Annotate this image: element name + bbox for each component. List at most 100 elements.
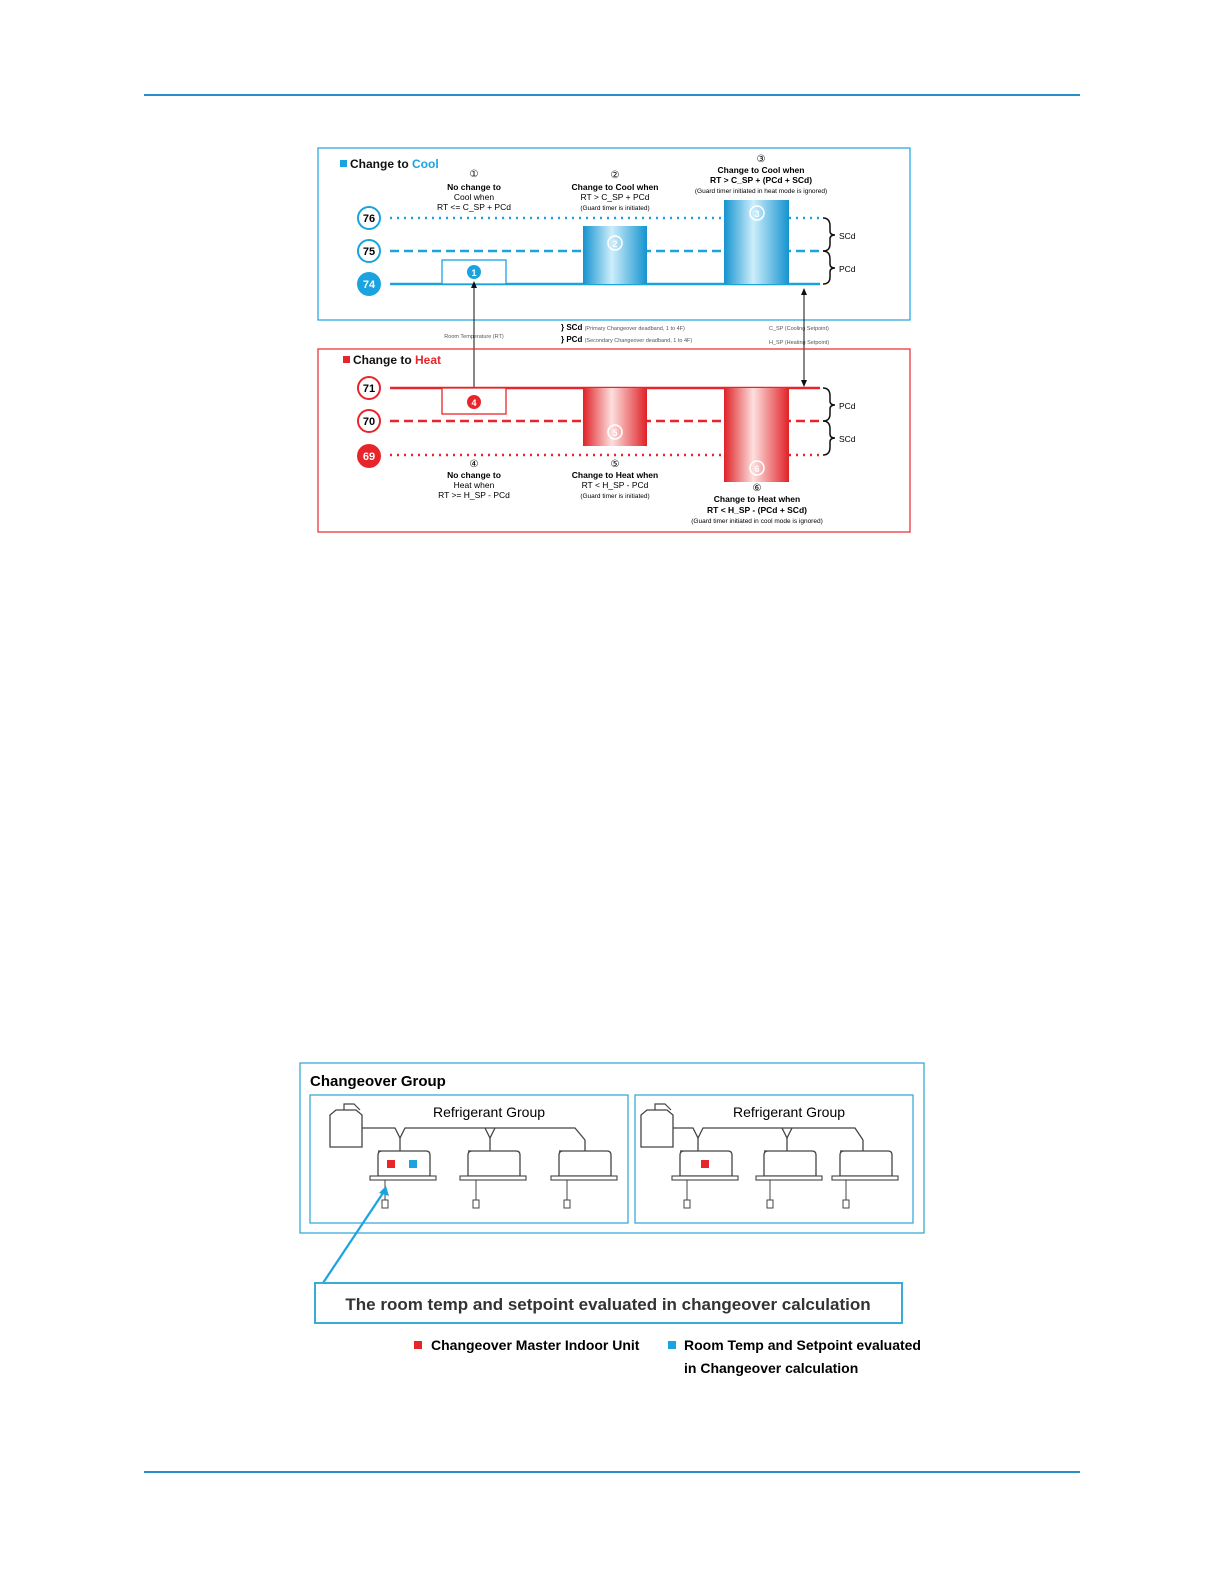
legend-evaluated-label-line-2: in Changeover calculation (684, 1360, 858, 1376)
svg-text:Change to Heat: Change to Heat (353, 353, 441, 367)
changeover-group-title: Changeover Group (310, 1073, 446, 1090)
heat-bracket-pcd-label: PCd (839, 401, 856, 411)
pcd-legend-abbr: PCd (566, 335, 582, 344)
refrigerant-group-2: Refrigerant Group (634, 1094, 914, 1224)
cool-setpoint-74-label: 74 (363, 279, 376, 291)
cool-bracket-scd (822, 217, 836, 252)
cool-case-2-bar (583, 226, 647, 284)
heat-case-5-bar (583, 388, 647, 446)
svg-text:1: 1 (471, 268, 476, 278)
heat-bracket-pcd (822, 387, 836, 422)
csp-arrow-up (801, 288, 807, 295)
outdoor-unit-2-icon (640, 1109, 674, 1148)
heat-badge-6 (749, 460, 765, 476)
heat-case-5-note: (Guard timer is initiated) (580, 493, 649, 500)
heat-case-4-line-1: No change to (447, 470, 501, 480)
heat-case-5-line-1: Change to Heat when (572, 470, 658, 480)
master-unit-marker-2 (701, 1160, 709, 1168)
indoor-unit-1b (459, 1150, 527, 1209)
heat-title-word: Heat (415, 353, 441, 367)
svg-text:6: 6 (754, 464, 759, 474)
cool-square-icon (340, 160, 347, 167)
cool-case-2-marker: ② (611, 170, 620, 181)
middle-legend: Room Temperature (RT) } SCd (Primary Cha… (444, 281, 829, 401)
indoor-unit-master-2 (671, 1150, 739, 1209)
outdoor-unit-1-icon (329, 1109, 363, 1148)
evaluated-unit-marker (409, 1160, 417, 1168)
top-rule (144, 94, 1080, 96)
cool-setpoint-75 (357, 239, 381, 263)
remote-sensor-icon (381, 1199, 389, 1209)
heat-title-prefix: Change to (353, 353, 412, 367)
csp-label: C_SP (Cooling Setpoint) (769, 326, 829, 332)
cool-setpoint-75-label: 75 (363, 246, 375, 258)
pcd-legend-desc: (Secondary Changeover deadband, 1 to 4F) (585, 338, 693, 344)
heat-badge-4 (467, 395, 481, 409)
refrigerant-group-1-title: Refrigerant Group (433, 1104, 545, 1120)
svg-text:2: 2 (612, 239, 617, 249)
indoor-unit-2c (831, 1150, 899, 1209)
cool-case-3-bar (724, 200, 789, 284)
callout-arrowhead (379, 1186, 389, 1196)
cool-title-prefix: Change to (350, 157, 409, 171)
heat-setpoint-70-label: 70 (363, 416, 375, 428)
changeover-group-box (299, 1062, 925, 1234)
legend-evaluated-label-line-1: Room Temp and Setpoint evaluated (684, 1337, 921, 1353)
cool-case-3-line-1: Change to Cool when (718, 165, 805, 175)
heat-case-4-line-3: RT >= H_SP - PCd (438, 490, 510, 500)
cool-badge-2 (607, 235, 623, 251)
cool-bracket-pcd-label: PCd (839, 264, 856, 274)
heat-setpoint-70 (357, 409, 381, 433)
cool-title-word: Cool (412, 157, 439, 171)
heat-case-4-line-2: Heat when (454, 480, 495, 490)
room-temp-label: Room Temperature (RT) (444, 334, 504, 340)
heat-case-6-line-2: RT < H_SP - (PCd + SCd) (707, 505, 807, 515)
changeover-deadband-diagram: Change to Cool 76 75 74 1 2 3 ① No chang… (317, 147, 911, 533)
cool-panel: Change to Cool 76 75 74 1 2 3 ① No chang… (317, 147, 911, 321)
legend-master-swatch (414, 1341, 422, 1349)
svg-text:3: 3 (754, 209, 759, 219)
cool-setpoint-76 (357, 206, 381, 230)
heat-bracket-scd (822, 420, 836, 456)
heat-setpoint-69 (357, 444, 381, 468)
heat-badge-5 (607, 424, 623, 440)
bottom-rule (144, 1471, 1080, 1473)
indoor-unit-2b (755, 1150, 823, 1209)
heat-case-6-note: (Guard timer initiated in cool mode is i… (691, 518, 823, 525)
cool-case-1-line-2: Cool when (454, 192, 494, 202)
pcd-legend: } PCd (Secondary Changeover deadband, 1 … (561, 335, 692, 344)
cool-case-1-marker: ① (470, 169, 479, 180)
heat-case-6-marker: ⑥ (753, 483, 762, 494)
heat-case-5-marker: ⑤ (611, 459, 620, 470)
legend-evaluated-swatch (668, 1341, 676, 1349)
callout-text: The room temp and setpoint evaluated in … (345, 1295, 870, 1314)
heat-case-4-marker: ④ (470, 459, 479, 470)
svg-text:4: 4 (471, 398, 476, 408)
cool-setpoint-76-label: 76 (363, 213, 375, 225)
cool-case-2-line-1: Change to Cool when (572, 182, 659, 192)
heat-setpoint-69-label: 69 (363, 451, 375, 463)
legend-master-label: Changeover Master Indoor Unit (431, 1337, 640, 1353)
heat-bracket-scd-label: SCd (839, 434, 856, 444)
scd-legend-desc: (Primary Changeover deadband, 1 to 4F) (585, 326, 685, 332)
scd-legend-abbr: SCd (566, 323, 582, 332)
heat-case-6-bar (724, 388, 789, 482)
master-unit-marker (387, 1160, 395, 1168)
heat-setpoint-71 (357, 376, 381, 400)
cool-bracket-scd-label: SCd (839, 231, 856, 241)
scd-legend: } SCd (Primary Changeover deadband, 1 to… (561, 323, 685, 332)
cool-case-3-line-2: RT > C_SP + (PCd + SCd) (710, 175, 812, 185)
indoor-unit-1c (550, 1150, 618, 1209)
heat-setpoint-71-label: 71 (363, 383, 375, 395)
cool-case-1-line-3: RT <= C_SP + PCd (437, 202, 511, 212)
hsp-arrow-down (801, 380, 807, 387)
heat-case-5-line-2: RT < H_SP - PCd (582, 480, 649, 490)
callout-box (314, 1282, 903, 1324)
refrigerant-group-2-title: Refrigerant Group (733, 1104, 845, 1120)
heat-panel: Change to Heat 71 70 69 4 5 6 ④ No chang… (317, 348, 911, 533)
cool-case-3-note: (Guard timer initiated in heat mode is i… (695, 188, 827, 195)
room-temp-arrow-up (471, 281, 477, 288)
cool-setpoint-74 (357, 272, 381, 296)
svg-text:5: 5 (612, 428, 617, 438)
indoor-unit-master-1 (369, 1150, 437, 1209)
